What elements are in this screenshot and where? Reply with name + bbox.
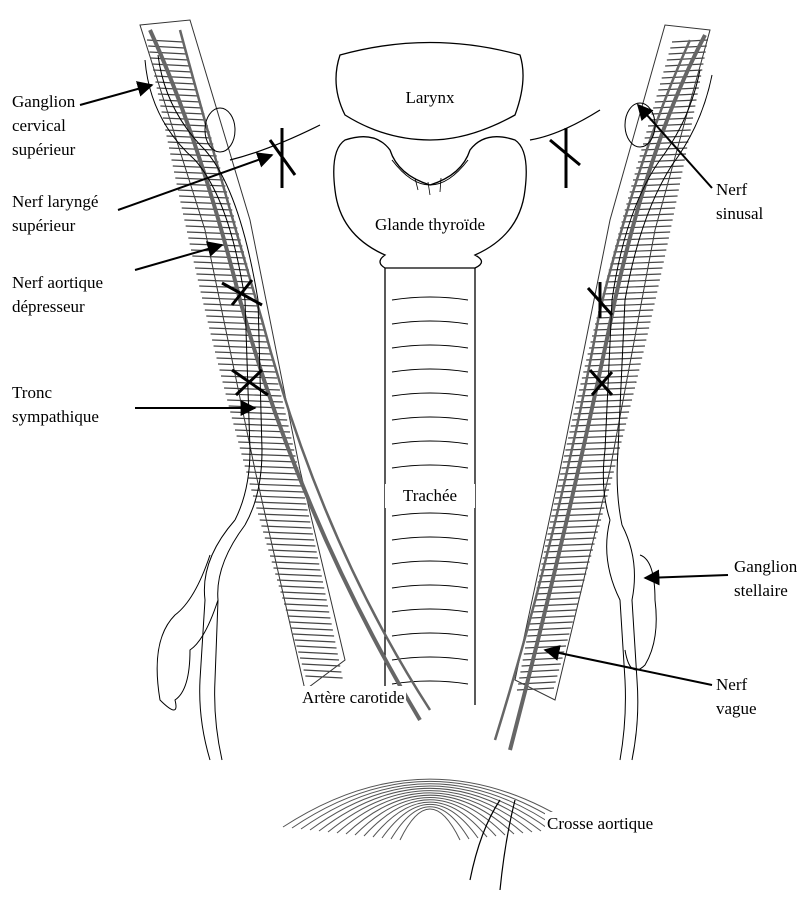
thyroid-label: Glande thyroïde — [345, 213, 515, 237]
stellate-ganglion-label: Ganglion stellaire — [734, 555, 797, 603]
aortic-arch-label: Crosse aortique — [545, 812, 655, 836]
superior-laryngeal-nerve-label: Nerf laryngé supérieur — [12, 190, 98, 238]
thyroid-shape — [334, 137, 527, 268]
aortic-depressor-nerve-label: Nerf aortique dépresseur — [12, 271, 103, 319]
superior-cervical-ganglion-label: Ganglion cervical supérieur — [12, 90, 75, 162]
vagus-nerve-label: Nerf vague — [716, 673, 757, 721]
sinus-nerve-label: Nerf sinusal — [716, 178, 763, 226]
carotid-label: Artère carotide — [300, 686, 406, 710]
aortic-arch-shape — [283, 779, 577, 840]
larynx-label: Larynx — [380, 86, 480, 110]
left-muscle-band — [140, 20, 345, 690]
sympathetic-trunk-label: Tronc sympathique — [12, 381, 99, 429]
trachea-label: Trachée — [385, 484, 475, 508]
